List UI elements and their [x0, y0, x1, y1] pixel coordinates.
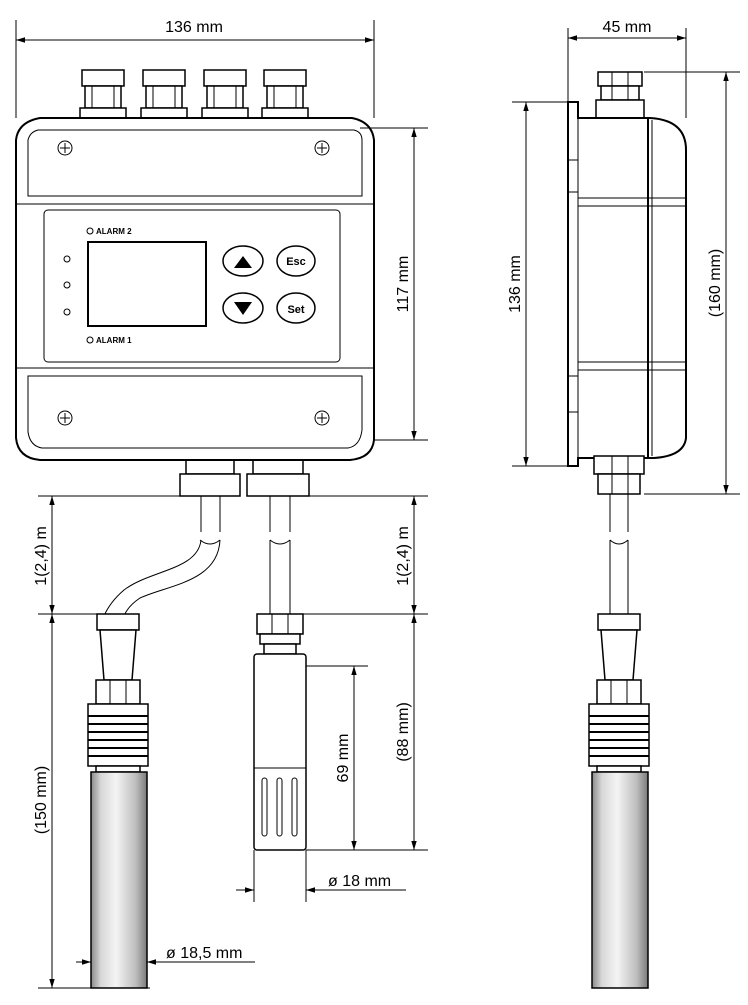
alarm2-label: ALARM 2: [96, 227, 132, 236]
down-button[interactable]: [222, 292, 264, 324]
dim-front-height: 117 mm: [395, 256, 412, 313]
screw-icon: [57, 140, 73, 156]
knurl-ring: [88, 715, 148, 757]
dim-cable-left: 1(2,4) m: [33, 526, 50, 586]
status-led-icon: [63, 308, 71, 316]
set-button[interactable]: Set: [276, 292, 316, 324]
side-probe: [588, 613, 650, 989]
down-triangle-icon: [234, 302, 252, 315]
screw-icon: [57, 410, 73, 426]
esc-button-label: Esc: [286, 256, 306, 268]
lcd-display: [87, 241, 207, 327]
dim-probe-right-diameter: ø 18 mm: [328, 873, 391, 890]
up-button[interactable]: [222, 245, 264, 277]
front-view: ALARM 2 ALARM 1 Esc Set 136 mm: [15, 19, 428, 497]
dim-probe-right-length: (88 mm): [395, 702, 412, 762]
side-enclosure: [567, 101, 687, 467]
dim-side-height: 136 mm: [507, 255, 524, 313]
side-view: [567, 71, 687, 614]
dim-side-depth: 45 mm: [603, 19, 652, 36]
screw-icon: [314, 140, 330, 156]
cables: [103, 496, 291, 617]
probe-right: [253, 613, 307, 851]
probe-left: [87, 613, 149, 989]
status-led-icon: [63, 281, 71, 289]
set-button-label: Set: [287, 304, 304, 316]
esc-button[interactable]: Esc: [276, 245, 316, 277]
alarm1-label: ALARM 1: [96, 336, 132, 345]
dim-cable-right: 1(2,4) m: [395, 526, 412, 586]
enclosure-top-lid: [27, 129, 363, 197]
alarm2-led-icon: [86, 227, 94, 235]
front-panel: [43, 209, 341, 363]
alarm1-led-icon: [86, 336, 94, 344]
screw-icon: [314, 410, 330, 426]
dim-probe-right-sensor-length: 69 mm: [335, 734, 352, 783]
dim-front-width: 136 mm: [165, 19, 223, 36]
dim-probe-left-diameter: ø 18,5 mm: [166, 945, 242, 962]
up-triangle-icon: [234, 256, 252, 268]
dim-probe-left-length: (150 mm): [33, 766, 50, 834]
status-led-icon: [63, 255, 71, 263]
dim-side-total-height: (160 mm): [707, 249, 724, 317]
